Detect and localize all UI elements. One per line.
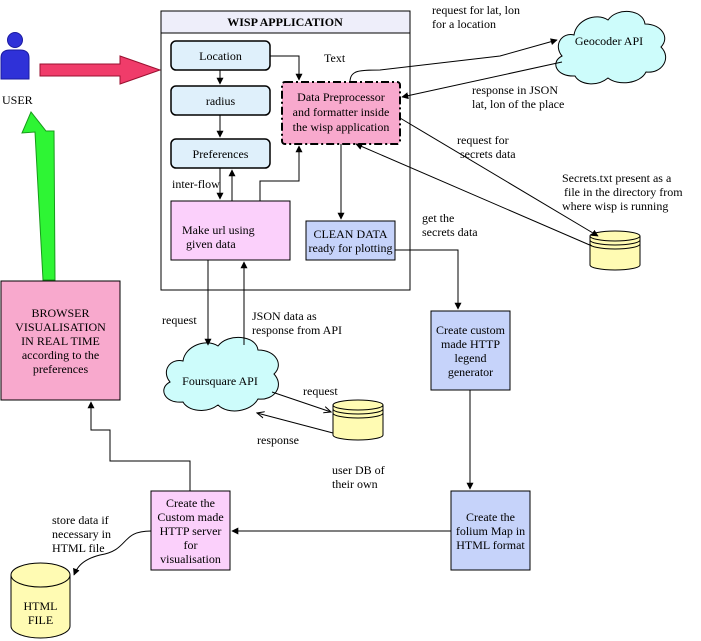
clean-data-line-1: CLEAN DATA	[313, 227, 387, 241]
inter-flow-label: inter-flow	[172, 177, 220, 191]
browser-line-4: according to the	[22, 348, 99, 362]
secrets-note-line-2: file in the directory from	[564, 185, 683, 199]
userdb-to-foursquare-arrow	[257, 413, 334, 434]
internal-connectors	[216, 55, 345, 220]
browser-to-user-arrow	[21, 111, 56, 281]
wisp-title-bar	[160, 10, 411, 34]
location-to-preprocessor-arrow	[270, 55, 303, 81]
http-server-box: Create the Custom made HTTP server for v…	[150, 490, 231, 571]
foursquare-label: Foursquare API	[182, 374, 258, 388]
location-label: Location	[199, 49, 242, 63]
geocoder-label: Geocoder API	[575, 34, 643, 48]
server-line-2: Custom made	[157, 510, 223, 524]
server-line-5: visualisation	[160, 552, 221, 566]
radius-box: radius	[170, 85, 271, 116]
json-resp-line-2: response from API	[252, 323, 342, 337]
req-latlon-line-2: for a location	[432, 17, 496, 31]
resp-json-line-1: response in JSON	[472, 83, 558, 97]
store-data-line-1: store data if	[52, 513, 109, 527]
html-file-cylinder: HTML FILE	[10, 562, 71, 639]
foursquare-to-userdb-arrow	[271, 391, 331, 412]
preferences-box: Preferences	[170, 138, 271, 169]
get-secrets-line-1: get the	[422, 211, 454, 225]
store-data-line-3: HTML file	[52, 541, 105, 555]
user-label: USER	[2, 93, 33, 107]
wisp-title: WISP APPLICATION	[227, 15, 343, 29]
secrets-note-line-1: Secrets.txt present as a	[562, 171, 672, 185]
radius-label: radius	[206, 94, 236, 108]
user-db-line-2: their own	[332, 477, 378, 491]
secrets-note-line-3: where wisp is running	[562, 199, 668, 213]
legend-line-1: Create custom	[436, 323, 506, 337]
server-line-1: Create the	[166, 496, 215, 510]
user-db-line-1: user DB of	[332, 463, 385, 477]
browser-line-5: preferences	[33, 362, 89, 376]
geocoder-api-cloud: Geocoder API	[555, 11, 667, 85]
make-url-line-2: given data	[186, 237, 236, 251]
secrets-to-preprocessor-arrow	[355, 143, 593, 247]
folium-line-3: HTML format	[456, 538, 525, 552]
geocoder-to-preprocessor-arrow	[401, 61, 563, 100]
legend-line-3: legend	[455, 351, 487, 365]
user-db-cylinder	[332, 399, 384, 441]
user-actor: USER	[0, 32, 33, 107]
html-file-line-2: FILE	[28, 613, 53, 627]
preprocessor-to-geocoder-arrow	[349, 38, 558, 83]
preferences-label: Preferences	[193, 147, 249, 161]
user-body-icon	[0, 49, 30, 80]
server-to-htmlfile-arrow	[73, 530, 152, 576]
legend-line-4: generator	[448, 365, 493, 379]
user-to-app-arrow	[39, 55, 162, 85]
json-resp-line-1: JSON data as	[252, 309, 317, 323]
text-label: Text	[324, 51, 346, 65]
preprocessor-line-3: the wisp application	[293, 120, 390, 134]
req-secrets-line-1: request for	[457, 133, 509, 147]
external-connectors	[73, 38, 599, 576]
server-line-3: HTTP server	[160, 524, 222, 538]
data-preprocessor-box: Data Preprocessor and formatter inside t…	[281, 81, 401, 145]
db-response-label: response	[257, 433, 299, 447]
preprocessor-line-1: Data Preprocessor	[297, 90, 385, 104]
user-head-icon	[7, 32, 23, 48]
makeurl-to-preprocessor-arrow	[259, 145, 303, 201]
foursquare-api-cloud: Foursquare API	[163, 337, 279, 412]
cleandata-to-legend-arrow	[395, 249, 462, 310]
server-to-browser-arrow	[87, 401, 191, 491]
make-url-line-1: Make url using	[182, 223, 255, 237]
location-box: Location	[170, 40, 271, 71]
server-line-4: for	[184, 538, 198, 552]
preprocessor-line-2: and formatter inside	[293, 105, 390, 119]
preprocessor-to-secrets-arrow	[399, 117, 599, 237]
folium-line-1: Create the	[466, 510, 515, 524]
legend-line-2: made HTTP	[441, 337, 500, 351]
store-data-line-2: necessary in	[52, 527, 111, 541]
clean-data-box: CLEAN DATA ready for plotting	[305, 220, 396, 261]
req-secrets-line-2: secrets data	[460, 147, 516, 161]
secrets-db-cylinder	[589, 230, 641, 271]
browser-line-3: IN REAL TIME	[21, 334, 100, 348]
legend-generator-box: Create custom made HTTP legend generator	[430, 310, 511, 391]
make-url-box: Make url using given data	[170, 200, 291, 261]
db-request-label: request	[303, 384, 338, 398]
folium-line-2: folium Map in	[456, 524, 525, 538]
browser-line-1: BROWSER	[31, 306, 89, 320]
html-file-line-1: HTML	[24, 599, 58, 613]
resp-json-line-2: lat, lon of the place	[472, 97, 564, 111]
clean-data-line-2: ready for plotting	[309, 241, 393, 255]
get-secrets-line-2: secrets data	[422, 225, 478, 239]
folium-map-box: Create the folium Map in HTML format	[450, 490, 531, 571]
browser-visualisation-box: BROWSER VISUALISATION IN REAL TIME accor…	[0, 280, 121, 401]
request-label: request	[162, 313, 197, 327]
browser-line-2: VISUALISATION	[15, 320, 106, 334]
req-latlon-line-1: request for lat, lon	[432, 3, 520, 17]
